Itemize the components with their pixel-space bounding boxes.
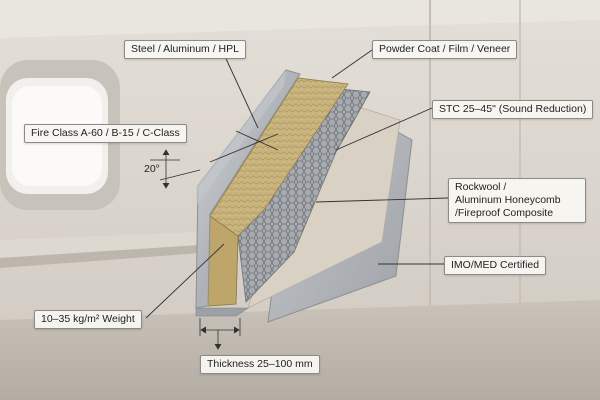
- label-certification: IMO/MED Certified: [444, 256, 547, 275]
- label-sound-reduction: STC 25–45" (Sound Reduction): [432, 100, 594, 119]
- label-skin-material: Steel / Aluminum / HPL: [124, 40, 246, 59]
- wall-panel-cross-section: [195, 69, 413, 323]
- angle-value: 20°: [144, 163, 160, 175]
- label-thickness: Thickness 25–100 mm: [200, 355, 320, 374]
- angle-marker: [150, 149, 201, 189]
- label-weight: 10–35 kg/m² Weight: [34, 310, 142, 329]
- leader-lines: [145, 49, 449, 319]
- core-line-1: Rockwool /: [455, 181, 507, 193]
- core-line-2: Aluminum Honeycomb: [455, 194, 561, 206]
- label-fire-class: Fire Class A-60 / B-15 / C-Class: [24, 124, 187, 143]
- thickness-marker: [199, 318, 241, 350]
- label-surface-finish: Powder Coat / Film / Veneer: [372, 40, 518, 59]
- label-core-material: Rockwool / Aluminum Honeycomb /Fireproof…: [448, 178, 586, 223]
- core-line-3: /Fireproof Composite: [455, 207, 554, 219]
